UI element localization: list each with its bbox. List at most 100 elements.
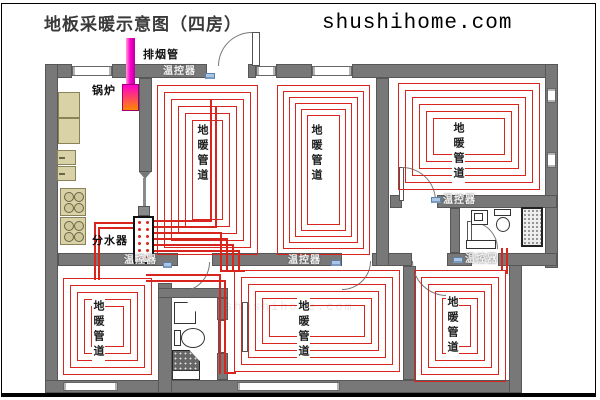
pipe-run bbox=[94, 222, 133, 224]
coil-top-left-room bbox=[157, 85, 258, 255]
heating-pipe-loop bbox=[234, 270, 400, 372]
website-text: shushihome.com bbox=[322, 12, 513, 35]
wall-divider bbox=[403, 266, 416, 380]
thermostat-label: 温控器 bbox=[443, 195, 476, 206]
pipe-run bbox=[210, 100, 212, 222]
coil-label: 地暖管道 bbox=[196, 122, 209, 186]
heating-pipe-loop bbox=[442, 298, 478, 354]
thermostat-label: 温控器 bbox=[124, 255, 157, 266]
wall-segment bbox=[376, 78, 389, 266]
heating-pipe-loop bbox=[414, 270, 506, 382]
thermostat-icon bbox=[453, 257, 463, 263]
exhaust-pipe bbox=[126, 38, 135, 85]
image-border-frame bbox=[1, 3, 596, 397]
kitchen-cabinet-door bbox=[57, 166, 76, 181]
manifold-port-dot bbox=[146, 256, 149, 259]
boiler-label: 锅炉 bbox=[92, 84, 116, 97]
kitchen-cabinet bbox=[58, 118, 80, 144]
thermostat-label: 温控器 bbox=[465, 254, 498, 265]
boiler bbox=[122, 84, 139, 111]
pipe-run bbox=[506, 248, 508, 274]
pipe-run bbox=[224, 372, 236, 374]
wall-segment bbox=[248, 64, 256, 78]
heating-pipe-loop bbox=[91, 306, 124, 347]
heating-pipe-loop bbox=[405, 90, 533, 183]
window bbox=[312, 66, 352, 76]
pipe-run bbox=[215, 107, 217, 228]
heating-pipe-loop bbox=[192, 120, 223, 220]
page-title: 地板采暖示意图（四房） bbox=[44, 15, 242, 35]
heating-pipe-loop bbox=[269, 305, 365, 337]
heating-pipe-loop bbox=[435, 291, 485, 361]
exhaust-pipe-label: 排烟管 bbox=[143, 48, 179, 61]
window bbox=[256, 66, 276, 76]
wall-bath2 bbox=[158, 283, 172, 393]
heating-pipe-loop bbox=[262, 298, 372, 344]
wall-segment bbox=[276, 64, 312, 78]
shower bbox=[521, 207, 543, 247]
coil-bottom-left-room bbox=[63, 278, 152, 375]
watermark-text: shushihome.com bbox=[225, 300, 354, 314]
wall-end-tip bbox=[139, 172, 151, 179]
pipe-run bbox=[219, 274, 221, 374]
toilet-bowl bbox=[496, 217, 510, 232]
window bbox=[547, 88, 556, 103]
burner bbox=[64, 232, 74, 242]
pipe-run bbox=[238, 252, 240, 272]
toilet-tank bbox=[174, 330, 181, 346]
manifold-label: 分水器 bbox=[92, 234, 128, 247]
kitchen-cabinet bbox=[58, 92, 80, 118]
pipe-run bbox=[154, 250, 240, 252]
pipe-run bbox=[146, 280, 226, 282]
coil-label: 地暖管道 bbox=[92, 298, 105, 362]
pipe-run bbox=[226, 240, 228, 272]
kitchen-stove bbox=[60, 217, 86, 245]
heating-pipe-loop bbox=[171, 99, 244, 241]
manifold bbox=[133, 216, 154, 264]
manifold-port-dot bbox=[146, 221, 149, 224]
window bbox=[547, 152, 556, 168]
heating-pipe-loop bbox=[426, 111, 512, 162]
heating-pipe-loop bbox=[63, 278, 152, 375]
pipe-run bbox=[146, 274, 221, 276]
pipe-run bbox=[224, 280, 226, 374]
heating-pipe-loop bbox=[241, 277, 393, 365]
manifold-port-dot bbox=[146, 228, 149, 231]
heating-pipe-loop bbox=[412, 97, 526, 176]
heating-pipe-loop bbox=[283, 91, 364, 249]
heating-pipe-loop bbox=[157, 85, 258, 255]
wall-bath2-top bbox=[158, 288, 228, 298]
coil-label: 地暖管道 bbox=[297, 298, 310, 362]
burner bbox=[64, 221, 74, 231]
cabinet-handle bbox=[59, 173, 65, 175]
burner bbox=[64, 192, 74, 202]
pipe-run bbox=[220, 270, 245, 272]
toilet-bowl bbox=[181, 328, 205, 348]
coil-label: 地暖管道 bbox=[310, 122, 323, 186]
heating-pipe-loop bbox=[421, 277, 499, 375]
kitchen-stove bbox=[60, 188, 86, 216]
sink-basin bbox=[474, 213, 483, 221]
coil-label: 地暖管道 bbox=[452, 120, 465, 184]
thermostat-icon bbox=[331, 260, 341, 266]
thermostat-icon bbox=[431, 197, 441, 203]
heating-pipe-loop bbox=[301, 109, 346, 231]
supply-line bbox=[143, 178, 146, 208]
heating-pipe-loop bbox=[398, 83, 540, 190]
coil-top-middle-room bbox=[277, 85, 370, 255]
manifold-port-dot bbox=[138, 235, 141, 238]
bath-counter bbox=[466, 240, 496, 249]
heating-pipe-loop bbox=[428, 284, 492, 368]
wall-kitchen bbox=[139, 78, 152, 172]
kitchen-cabinet-door bbox=[57, 150, 76, 165]
cabinet-handle bbox=[59, 157, 65, 159]
heating-pipe-loop bbox=[277, 85, 370, 255]
wall-bath2-right bbox=[217, 298, 228, 320]
window bbox=[72, 66, 112, 76]
heating-pipe-loop bbox=[70, 285, 145, 368]
wall-segment bbox=[509, 253, 522, 393]
pipe-run bbox=[94, 222, 96, 280]
window bbox=[237, 382, 340, 391]
sink bbox=[174, 302, 196, 324]
heating-pipe-loop bbox=[84, 299, 131, 354]
